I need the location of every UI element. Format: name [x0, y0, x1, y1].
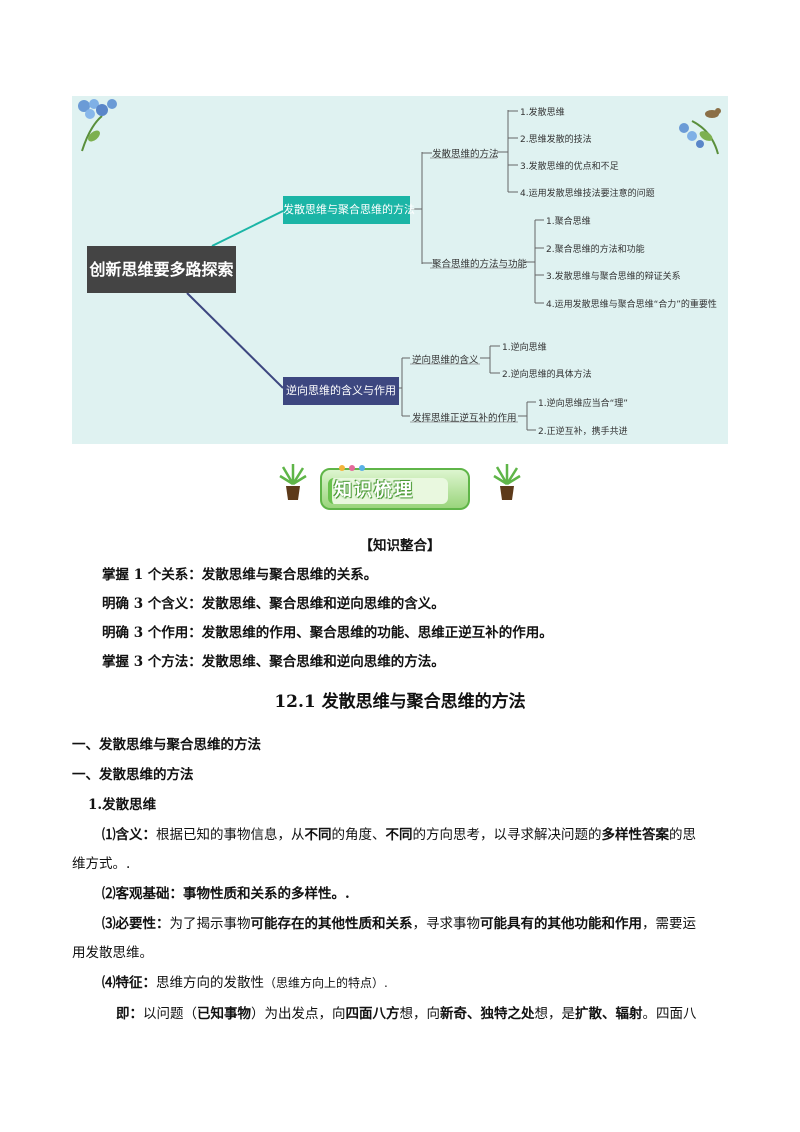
mind-map-sub-reverse-meaning: 逆向思维的含义 [412, 355, 479, 366]
plant-icon [493, 464, 521, 500]
mind-map-leaf: 1.逆向思维应当合“理” [538, 399, 628, 409]
mind-map-branch-divergent-convergent: 发散思维与聚合思维的方法 [283, 196, 415, 224]
heading-level-1: 一、发散思维与聚合思维的方法 [72, 737, 261, 753]
mind-map-leaf: 4.运用发散思维技法要注意的问题 [520, 189, 655, 199]
mind-map-branch-reverse-thinking: 逆向思维的含义与作用 [283, 377, 399, 405]
plant-icon [279, 464, 307, 500]
mind-map-leaf: 1.发散思维 [520, 108, 565, 118]
banner-pill [320, 468, 470, 510]
mind-map-leaf: 2.逆向思维的具体方法 [502, 370, 592, 380]
heading-level-2: 一、发散思维的方法 [72, 767, 194, 783]
banner-title: 知识梳理 [334, 480, 414, 501]
summary-line: 掌握 3 个方法：发散思维、聚合思维和逆向思维的方法。 [102, 654, 445, 670]
mind-map-leaf: 4.运用发散思维与聚合思维“合力”的重要性 [546, 300, 717, 310]
mind-map-connectors [186, 110, 544, 431]
summary-line: 明确 3 个作用：发散思维的作用、聚合思维的功能、思维正逆互补的作用。 [102, 625, 553, 641]
paragraph-necessity: ⑶必要性：为了揭示事物可能存在的其他性质和关系，寻求事物可能具有的其他功能和作用… [102, 916, 696, 932]
paragraph-namely: 即：以问题（已知事物）为出发点，向四面八方想，向新奇、独特之处想，是扩散、辐射。… [116, 1006, 697, 1022]
knowledge-integration-heading: 【知识整合】 [359, 538, 441, 554]
mind-map-leaf: 2.思维发散的技法 [520, 135, 592, 145]
paragraph-feature: ⑷特征：思维方向的发散性（思维方向上的特点）. [102, 975, 388, 991]
flower-decoration-icon [78, 99, 117, 152]
mind-map-sub-complementary: 发挥思维正逆互补的作用 [412, 413, 517, 424]
mind-map-sub-divergent-methods: 发散思维的方法 [432, 149, 499, 160]
mind-map-leaf: 1.逆向思维 [502, 343, 547, 353]
summary-line: 明确 3 个含义：发散思维、聚合思维和逆向思维的含义。 [102, 596, 445, 612]
knowledge-banner: 知识梳理 [278, 462, 522, 518]
paragraph-necessity-cont: 用发散思维。 [72, 945, 153, 961]
mind-map-leaf: 3.发散思维与聚合思维的辩证关系 [546, 272, 681, 282]
dots-icon [339, 465, 365, 471]
paragraph-objective-basis: ⑵客观基础：事物性质和关系的多样性。. [102, 886, 350, 902]
mind-map-leaf: 1.聚合思维 [546, 217, 591, 227]
mind-map-leaf: 2.正逆互补，携手共进 [538, 427, 628, 437]
mind-map-leaf: 2.聚合思维的方法和功能 [546, 245, 645, 255]
summary-line: 掌握 1 个关系：发散思维与聚合思维的关系。 [102, 567, 378, 583]
flower-bird-decoration-icon [679, 108, 721, 155]
mind-map-leaf: 3.发散思维的优点和不足 [520, 162, 619, 172]
paragraph-meaning-cont: 维方式。. [72, 856, 131, 872]
heading-level-3: 1.发散思维 [88, 797, 157, 813]
mind-map-sub-convergent-methods: 聚合思维的方法与功能 [432, 259, 528, 270]
mind-map-root: 创新思维要多路探索 [87, 246, 236, 293]
mind-map: 创新思维要多路探索 发散思维与聚合思维的方法 逆向思维的含义与作用 发散思维的方… [72, 96, 728, 444]
paragraph-meaning: ⑴含义：根据已知的事物信息，从不同的角度、不同的方向思考，以寻求解决问题的多样性… [102, 827, 696, 843]
section-title: 12.1 发散思维与聚合思维的方法 [274, 692, 526, 712]
